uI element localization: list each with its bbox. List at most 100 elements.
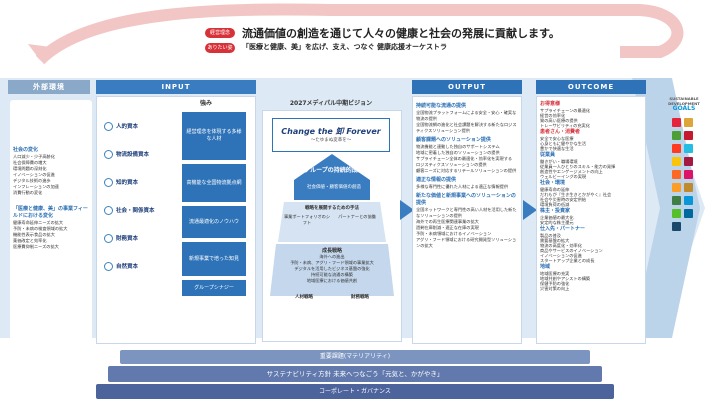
arrow-right-icon	[523, 200, 537, 220]
external-social-list: 人口減少・少子高齢化社会保障費の増大環境問題の深刻化イノベーションの促進デジタル…	[13, 154, 89, 196]
sdg-goal-icon	[684, 209, 693, 218]
header-output: OUTPUT	[412, 80, 522, 94]
external-field-heading: 「医療と健康、美」の事業フィールドにおける変化	[13, 206, 88, 219]
outcome-panel: お得意様サプライチェーンの最適化経営の効率化質の高い医療の提供トレーサビリティの…	[536, 96, 646, 344]
outcome-item: サプライチェーンの最適化	[540, 108, 591, 113]
output-section-title: 顧客課題へのソリューション提供	[416, 137, 491, 143]
sdgs-title-3: GOALS	[672, 105, 696, 112]
sdg-goal-icon	[672, 183, 681, 192]
outcome-section-title: 社会・環境	[540, 180, 566, 186]
outcome-item: 環境負荷の低減	[540, 202, 570, 207]
outcome-section-title: 仕入先・パートナー	[540, 226, 586, 232]
external-item: 医療費抑制ニーズの拡大	[13, 244, 59, 249]
input-capital-label: 物流設備資本	[116, 152, 150, 158]
outcome-item: 社会や災害時の安定供給	[540, 197, 587, 202]
mission-badge: 経営理念	[205, 28, 235, 38]
outcome-item: 安定的な株主還元	[540, 220, 574, 225]
external-field-list: 健康寿命延伸ニーズの拡大予防・未病の検査領域の拡大機能性表示食品の拡大薬価改定と…	[13, 220, 89, 250]
outcome-item: 商品やサービスのイノベーション	[540, 248, 603, 253]
outcome-item: 地域共創やアシストの構築	[540, 276, 591, 281]
output-panel: 持続可能な流通の提供全国物流プラットフォームによる安全・安心・確実な物流の提供全…	[412, 96, 522, 344]
sdg-goal-icon	[672, 131, 681, 140]
growth-strategy-item: 持続可能な流通の構築	[311, 272, 353, 277]
external-item: 予防・未病の検査領域の拡大	[13, 226, 68, 231]
output-item: 予防・未病領域におけるイノベーション	[416, 231, 492, 236]
sdg-goal-icon	[672, 118, 681, 127]
outcome-item: 心身ともに健やかな生活	[540, 141, 587, 146]
external-item: 機能性表示食品の拡大	[13, 232, 55, 237]
output-item: 全国物流網の進化と社会課題を解決する新たなロジスティクスソリューション提供	[416, 122, 517, 133]
change-banner: Change the 卸 Forever 〜たゆまぬ変革を〜	[272, 118, 390, 152]
arrow-right-icon	[400, 200, 414, 220]
outcome-item: だれもが『生き生きとかがやく』社会	[540, 192, 612, 197]
cycle-arrow-top	[28, 3, 684, 65]
output-item: 全国物流プラットフォームによる安全・安心・確実な物流の提供	[416, 110, 517, 121]
output-section-title: 新たな価値と新規事業へのソリューションの提供	[416, 193, 516, 206]
sdg-goal-icon	[684, 131, 693, 140]
outcome-section-title: 患者さん・消費者	[540, 129, 581, 135]
outcome-item: 安全で安心な医療	[540, 136, 574, 141]
output-section-title: 持続可能な流通の提供	[416, 103, 467, 109]
outcome-item: 健康寿命の延伸	[540, 187, 570, 192]
outcome-item: トレーサビリティの充実化	[540, 123, 590, 128]
method-partner: パートナーとの協働	[338, 214, 376, 219]
outcome-item: 需要基盤の拡大	[540, 238, 570, 243]
growth-strategy-title: 成長戦略	[321, 248, 342, 254]
sdg-goal-icon	[684, 183, 693, 192]
output-item: サプライチェーン全体の最適化・効率化を実現する	[416, 156, 513, 161]
strength-item: 新規事業で培った知見	[182, 242, 246, 276]
change-banner-title: Change the 卸 Forever	[281, 127, 381, 136]
input-capital-label: 社会・関係資本	[116, 208, 155, 214]
sdg-goal-icon	[684, 157, 693, 166]
outcome-item: ウェルビーイングの実現	[540, 174, 587, 179]
output-item: 物流機能と連動した独自のサポートシステム	[416, 144, 500, 149]
external-item: 社会保障費の増大	[13, 160, 47, 165]
outcome-section-title: 株主・投資家	[540, 208, 571, 214]
input-capital-item: 物流設備資本	[104, 150, 149, 159]
capital-icon	[104, 234, 113, 243]
growth-strategy-item: デジタルを活用したビジネス基盤の強化	[294, 266, 370, 271]
outcome-section-title: 従業員	[540, 152, 556, 158]
output-item: 多様な専門性に優れた人材による適正な情報提供	[416, 184, 509, 189]
external-item: 環境問題の深刻化	[13, 166, 47, 171]
input-capital-label: 自然資本	[116, 264, 139, 270]
strength-item: 高機能な全国物流拠点網	[182, 164, 246, 202]
method-title: 戦略を展開するための手法	[305, 206, 359, 211]
capital-icon	[104, 262, 113, 271]
plan-title: 2027メディパル中期ビジョン	[289, 100, 373, 107]
external-item: イノベーションの促進	[13, 172, 55, 177]
hr-strategy: 人材戦略	[295, 295, 313, 300]
sdg-goal-icon	[684, 144, 693, 153]
output-item: 顧客ニーズに対応するリテールソリューションの提供	[416, 168, 517, 173]
growth-strategy-item: 予防・未病、アグリ・フード領域の事業拡大	[290, 260, 374, 265]
input-capital-item: 人的資本	[104, 122, 138, 131]
output-item: 地域に密着した独自のソリューションの提供	[416, 150, 500, 155]
vision-text: 「医療と健康、美」を広げ、支え、つなぐ 健康応援オーケストラ	[242, 43, 447, 51]
strength-title: 強み	[200, 100, 213, 107]
outcome-item: 働きがい・職場環境	[540, 159, 578, 164]
policy-bar: サステナビリティ方針 未来へつなごう「元気と、かがやき」	[108, 366, 602, 382]
outcome-item: イノベーションの促進	[540, 253, 582, 258]
output-item: アグリ・フード領域における研究開発型ソリューションの拡大	[416, 237, 517, 248]
sdg-goal-icon	[672, 170, 681, 179]
growth-strategy-item: 海外への進出	[319, 254, 345, 259]
header-outcome: OUTCOME	[536, 80, 646, 94]
sdg-goal-icon	[684, 196, 693, 205]
sdg-goal-icon	[672, 144, 681, 153]
governance-bar: コーポレート・ガバナンス	[96, 384, 614, 399]
output-item: ロジスティクスソリューションの提供	[416, 162, 487, 167]
sdg-goal-icon	[684, 118, 693, 127]
outcome-item: 災害対策の向上	[540, 286, 570, 291]
outcome-item: 企業価値の最大化	[540, 215, 574, 220]
input-capital-item: 知的資本	[104, 178, 138, 187]
external-item: デジタル技術の進歩	[13, 178, 51, 183]
outcome-item: 経営の効率化	[540, 113, 566, 118]
outcome-section-title: お得意様	[540, 101, 561, 107]
output-item: 海外での再生医療関連事業の拡大	[416, 219, 479, 224]
outcome-item: 創造性やエンゲージメントの向上	[540, 169, 603, 174]
output-item: 全国ネットワークと専門性の高い人材を活用した新たなソリューションの提供	[416, 207, 517, 218]
input-capital-item: 財務資本	[104, 234, 138, 243]
finance-strategy: 財務戦略	[351, 295, 369, 300]
capital-icon	[104, 150, 113, 159]
strength-item: 流通最適化のノウハウ	[182, 206, 246, 238]
